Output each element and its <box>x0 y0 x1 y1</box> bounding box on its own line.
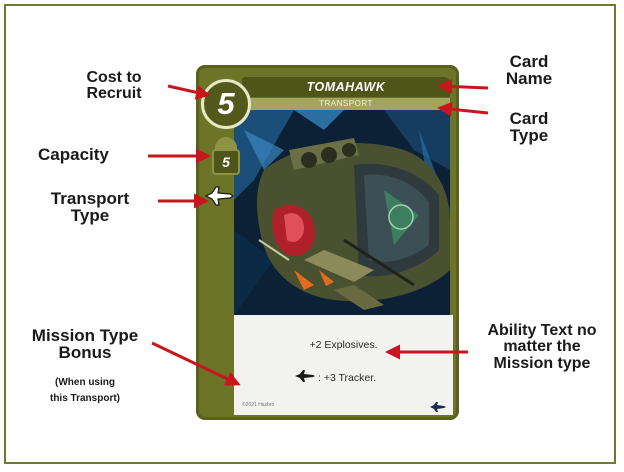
label-line: Card <box>509 52 549 71</box>
label-line: Card <box>509 109 549 128</box>
label-line: Recruit <box>86 85 142 103</box>
label-line: Type <box>70 206 110 226</box>
card-name-bar: TOMAHAWK <box>242 77 450 97</box>
capacity-value: 5 <box>222 154 230 170</box>
card-text-box: +2 Explosives. : +3 Tracker. ©2021 Hasbr… <box>234 315 453 415</box>
label-mission-type-bonus: Mission Type Bonus <box>20 327 150 362</box>
game-card: TOMAHAWK TRANSPORT 5 5 +2 Explosives. : … <box>196 65 459 420</box>
label-line: Mission type <box>493 354 591 372</box>
label-cost-to-recruit: Cost to Recruit <box>64 69 164 103</box>
mission-bonus-row: : +3 Tracker. <box>294 369 376 387</box>
helicopter-illustration <box>234 110 450 315</box>
label-mission-note: (When using this Transport) <box>20 375 150 407</box>
ability-text: +2 Explosives. <box>309 339 378 351</box>
label-line: Bonus <box>58 343 112 363</box>
mission-bonus-text: : +3 Tracker. <box>318 372 377 384</box>
label-line: (When using <box>55 377 115 388</box>
card-type-bar: TRANSPORT <box>242 98 450 110</box>
jet-icon <box>294 369 316 387</box>
label-capacity: Capacity <box>38 145 109 164</box>
label-line: matter the <box>503 338 581 356</box>
cost-badge: 5 <box>201 79 251 129</box>
label-card-type: Card Type <box>494 110 564 145</box>
capacity-badge: 5 <box>212 149 240 175</box>
label-line: Mission Type <box>31 326 139 345</box>
label-line: Transport <box>50 189 130 208</box>
label-line: this Transport) <box>49 393 120 404</box>
cost-value: 5 <box>217 86 235 121</box>
label-line: Ability Text no <box>487 322 597 339</box>
label-transport-type: Transport Type <box>40 190 140 225</box>
label-ability-text: Ability Text no matter the Mission type <box>468 322 616 372</box>
label-line: Name <box>505 69 553 89</box>
copyright-text: ©2021 Hasbro <box>242 402 275 408</box>
label-card-name: Card Name <box>494 53 564 88</box>
label-line: Type <box>509 126 549 146</box>
card-name: TOMAHAWK <box>306 80 386 94</box>
card-artwork <box>234 110 450 315</box>
label-line: Cost to <box>86 69 142 86</box>
card-type: TRANSPORT <box>319 99 373 108</box>
jet-icon <box>204 185 235 212</box>
jet-icon <box>429 399 447 417</box>
